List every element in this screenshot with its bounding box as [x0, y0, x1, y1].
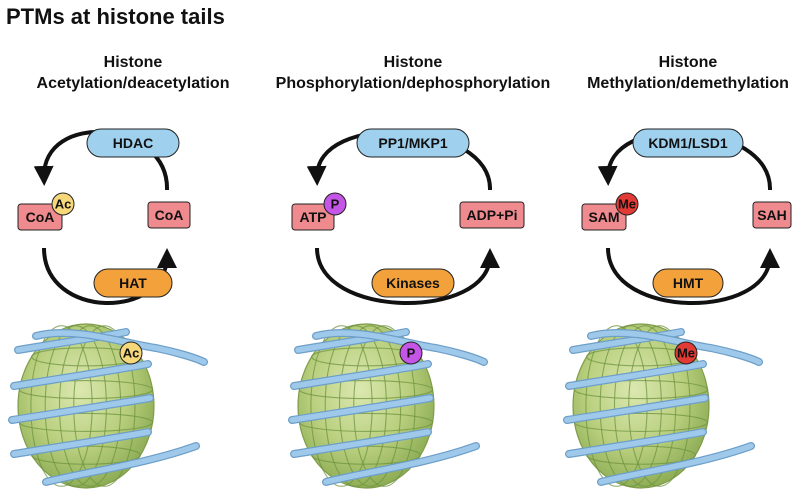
panel-2: HistonePhosphorylation/dephosphorylation…: [276, 54, 551, 489]
dna-strand: [11, 429, 151, 457]
modification-mark-circle: [399, 341, 423, 365]
modification-donor-label: Me: [618, 197, 636, 212]
substrate-right: SAH: [752, 201, 792, 229]
enzyme-bottom-shape: [371, 268, 455, 298]
enzyme-bottom-shape: [93, 268, 173, 298]
panel-title-line1: Histone: [104, 54, 163, 71]
histone-parallel: [298, 380, 434, 400]
histone-tail: [588, 330, 762, 365]
modification-mark-label: P: [407, 346, 416, 361]
dna-strand: [598, 443, 754, 485]
panel-title-line1: Histone: [659, 54, 718, 71]
arrow-bottom: [606, 247, 780, 305]
dna-strand: [289, 395, 433, 423]
enzyme-top-shape: [632, 128, 744, 158]
enzyme-bottom-label: HAT: [119, 275, 147, 291]
substrate-right-shape: [147, 201, 191, 229]
enzyme-bottom: Kinases: [371, 268, 455, 298]
dna-strand: [11, 361, 151, 389]
substrate-left-label: ATP: [300, 209, 327, 225]
modification-donor: Me: [615, 192, 639, 216]
substrate-right-shape: [752, 201, 792, 229]
substrate-left-shape: [581, 203, 627, 231]
enzyme-top: HDAC: [86, 128, 180, 158]
substrate-right-label: SAH: [757, 207, 787, 223]
dna-strand: [566, 361, 706, 389]
enzyme-top: KDM1/LSD1: [632, 128, 744, 158]
modification-mark-circle: [119, 341, 143, 365]
enzyme-top: PP1/MKP1: [356, 128, 470, 158]
substrate-right-shape: [459, 201, 525, 229]
dna-strand: [566, 429, 706, 457]
modification-mark: Ac: [119, 341, 143, 365]
modification-donor-circle: [51, 192, 75, 216]
modification-donor: Ac: [51, 192, 75, 216]
histone-parallel: [18, 380, 154, 400]
dna-strand: [570, 329, 684, 353]
panel-title-line1: Histone: [384, 54, 443, 71]
panel-title-line2: Methylation/demethylation: [587, 75, 789, 92]
modification-donor-label: P: [331, 197, 340, 212]
substrate-right: ADP+Pi: [459, 201, 525, 229]
arrow-bottom: [315, 247, 500, 305]
enzyme-top-shape: [86, 128, 180, 158]
enzyme-bottom: HAT: [93, 268, 173, 298]
modification-mark-label: Me: [677, 346, 695, 361]
enzyme-bottom-shape: [652, 268, 724, 298]
substrate-left: ATP: [291, 203, 335, 231]
substrate-right-label: ADP+Pi: [467, 207, 518, 223]
panel-title-line2: Acetylation/deacetylation: [37, 75, 230, 92]
histone-meridian: [73, 325, 136, 487]
modification-mark: P: [399, 341, 423, 365]
substrate-left-shape: [291, 203, 335, 231]
substrate-left-label: SAM: [588, 209, 619, 225]
dna-strand: [323, 443, 479, 485]
dna-strand: [291, 429, 431, 457]
histone-tail: [313, 330, 487, 365]
modification-donor-circle: [323, 192, 347, 216]
panel-3: HistoneMethylation/demethylationKDM1/LSD…: [563, 54, 792, 489]
dna-strand: [295, 329, 409, 353]
histone-meridian: [628, 325, 691, 487]
substrate-left-label: CoA: [26, 209, 55, 225]
enzyme-bottom: HMT: [652, 268, 724, 298]
nucleosome: [563, 323, 763, 489]
enzyme-top-label: HDAC: [113, 135, 153, 151]
histone-parallel: [573, 380, 709, 400]
modification-donor-label: Ac: [55, 197, 72, 212]
enzyme-bottom-label: Kinases: [386, 275, 440, 291]
enzyme-top-label: KDM1/LSD1: [648, 135, 728, 151]
substrate-right: CoA: [147, 201, 191, 229]
substrate-left: CoA: [17, 203, 63, 231]
dna-strand: [9, 395, 153, 423]
modification-mark: Me: [674, 341, 698, 365]
panel-title-line2: Phosphorylation/dephosphorylation: [276, 75, 551, 92]
dna-strand: [15, 329, 129, 353]
enzyme-bottom-label: HMT: [673, 275, 704, 291]
modification-donor-circle: [615, 192, 639, 216]
enzyme-top-label: PP1/MKP1: [378, 135, 447, 151]
dna-strand: [564, 395, 708, 423]
modification-mark-circle: [674, 341, 698, 365]
page-title: PTMs at histone tails: [6, 4, 225, 29]
dna-strand: [43, 443, 199, 485]
modification-donor: P: [323, 192, 347, 216]
modification-mark-label: Ac: [123, 346, 140, 361]
nucleosome: [288, 323, 488, 489]
substrate-left: SAM: [581, 203, 627, 231]
nucleosome: [8, 323, 208, 489]
histone-meridian: [353, 325, 416, 487]
dna-strand: [291, 361, 431, 389]
substrate-left-shape: [17, 203, 63, 231]
substrate-right-label: CoA: [155, 207, 184, 223]
histone-tail: [33, 330, 207, 365]
enzyme-top-shape: [356, 128, 470, 158]
